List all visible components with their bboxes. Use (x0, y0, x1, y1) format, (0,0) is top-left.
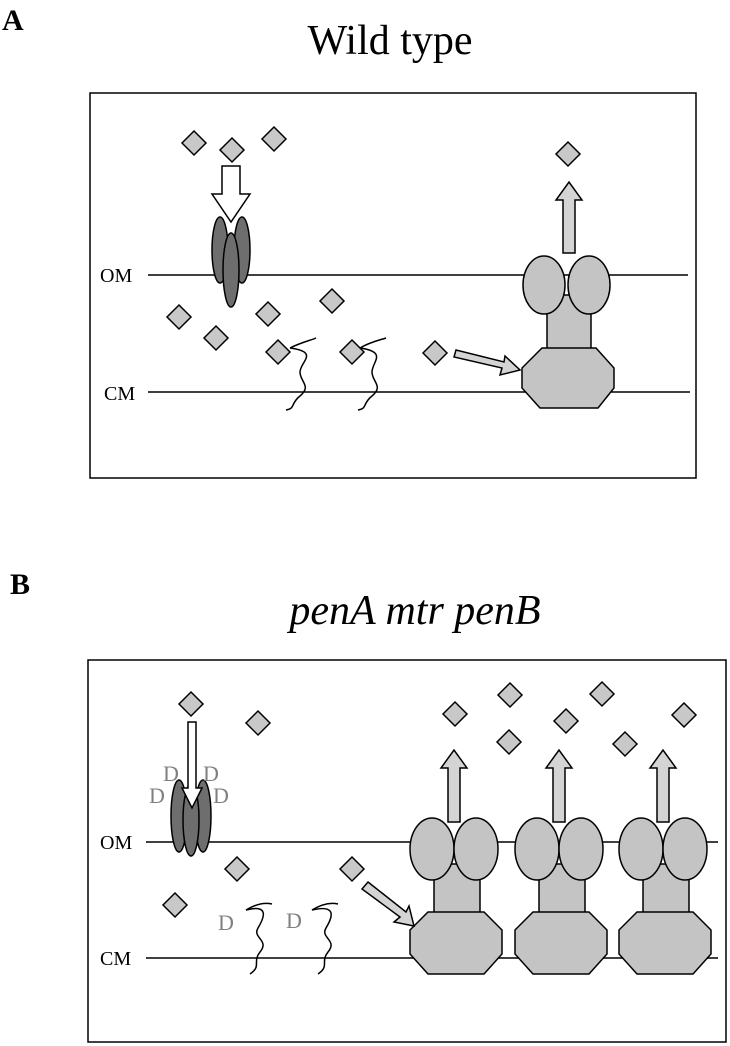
pump-capture-arrow (453, 349, 522, 377)
pbp-squiggle-head (311, 902, 339, 911)
efflux-pump (521, 255, 615, 409)
pump-outer-lobe (453, 817, 499, 881)
pump-outer-lobe (618, 817, 664, 881)
antibiotic-diamond (202, 324, 230, 352)
pbp-squiggle-head (289, 337, 317, 349)
antibiotic-diamond (318, 287, 346, 315)
pump-base (521, 347, 615, 409)
efflux-pump (514, 817, 608, 975)
antibiotic-diamond (611, 730, 639, 758)
antibiotic-diamond (180, 129, 208, 157)
pbp-mutation-d: D (218, 910, 234, 935)
antibiotic-diamond (496, 681, 524, 709)
mutated-porin-channel (170, 779, 212, 857)
pump-capture-arrow (360, 880, 416, 927)
om-label: OM (100, 832, 132, 854)
efflux-arrow (439, 748, 469, 823)
porin-mutation-d: D (213, 783, 229, 808)
antibiotic-diamond (254, 300, 282, 328)
antibiotic-diamond (218, 136, 246, 164)
pump-outer-lobe (409, 817, 455, 881)
influx-arrow (210, 165, 252, 224)
porin-mutation-d: D (149, 783, 165, 808)
panel-b-title: penA mtr penB (286, 588, 540, 634)
antibiotic-diamond (588, 680, 616, 708)
antibiotic-diamond (338, 338, 366, 366)
om-label: OM (100, 265, 132, 287)
antibiotic-diamond (161, 891, 189, 919)
panel-a-letter: A (2, 4, 24, 37)
porin-channel (211, 216, 251, 308)
pump-outer-lobe (514, 817, 560, 881)
porin-mutation-d: D (203, 761, 219, 786)
antibiotic-diamond (177, 690, 205, 718)
porin-subunit (222, 232, 240, 308)
pump-outer-lobe (662, 817, 708, 881)
pump-base (409, 911, 503, 975)
efflux-arrow (554, 180, 584, 254)
antibiotic-diamond (223, 855, 251, 883)
antibiotic-diamond (260, 125, 288, 153)
efflux-pump (409, 817, 503, 975)
antibiotic-molecules (161, 680, 698, 919)
antibiotic-diamond (552, 707, 580, 735)
pbp-squiggle (245, 907, 264, 975)
panel-a: A Wild type OM CM (2, 4, 697, 479)
efflux-arrow (544, 748, 574, 823)
pbp-squiggle-head (245, 902, 273, 911)
efflux-arrow (648, 748, 678, 823)
pump-base (514, 911, 608, 975)
pbp-mutation-d: D (286, 908, 302, 933)
panel-a-frame (89, 92, 697, 479)
antibiotic-molecules (165, 125, 582, 367)
antibiotic-diamond (495, 728, 523, 756)
pump-outer-lobe (567, 255, 611, 315)
pump-outer-lobe (558, 817, 604, 881)
influx-arrow (180, 721, 204, 810)
pbp-squiggle (285, 347, 308, 411)
antibiotic-diamond (421, 339, 449, 367)
pump-base (618, 911, 712, 975)
pbp-squiggle (311, 907, 332, 975)
porin-mutation-d: D (163, 761, 179, 786)
antibiotic-diamond (338, 855, 366, 883)
cm-label: CM (100, 948, 131, 970)
pbp-squiggle (357, 347, 379, 411)
pump-outer-lobe (522, 255, 566, 315)
panel-a-title: Wild type (307, 18, 472, 64)
panel-b-frame (87, 659, 727, 1043)
antibiotic-diamond (165, 303, 193, 331)
antibiotic-diamond (441, 700, 469, 728)
cm-label: CM (104, 383, 135, 405)
antibiotic-diamond (264, 338, 292, 366)
efflux-pump (618, 817, 712, 975)
pbp-squiggle-head (359, 337, 387, 349)
antibiotic-diamond (554, 140, 582, 168)
panel-b-letter: B (10, 568, 30, 601)
antibiotic-diamond (670, 701, 698, 729)
antibiotic-diamond (244, 709, 272, 737)
panel-b: B penA mtr penB OM CM D (10, 568, 727, 1043)
